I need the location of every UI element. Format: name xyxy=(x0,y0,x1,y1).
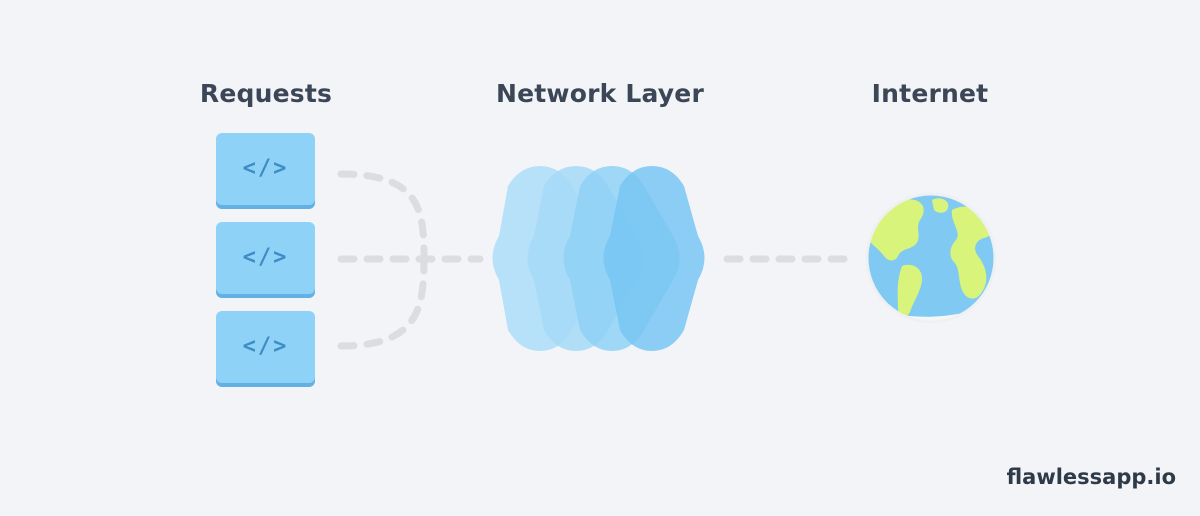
requests-heading: Requests xyxy=(199,79,333,108)
network-layer-heading: Network Layer xyxy=(496,79,704,108)
code-icon: </> xyxy=(242,334,289,359)
globe-rim xyxy=(865,192,997,324)
code-icon: </> xyxy=(242,245,289,270)
code-icon: </> xyxy=(242,156,289,181)
brand-watermark: flawlessapp.io xyxy=(1006,465,1176,489)
globe-icon xyxy=(865,192,997,324)
request-card: </> xyxy=(216,222,315,294)
request-connectors xyxy=(337,170,484,350)
layered-diamonds-icon xyxy=(492,166,705,351)
connector-request-1 xyxy=(337,170,428,262)
internet-heading: Internet xyxy=(871,79,989,108)
request-card: </> xyxy=(216,311,315,383)
connector-request-3 xyxy=(337,254,428,350)
request-card: </> xyxy=(216,133,315,205)
network-layer-4 xyxy=(603,166,705,351)
